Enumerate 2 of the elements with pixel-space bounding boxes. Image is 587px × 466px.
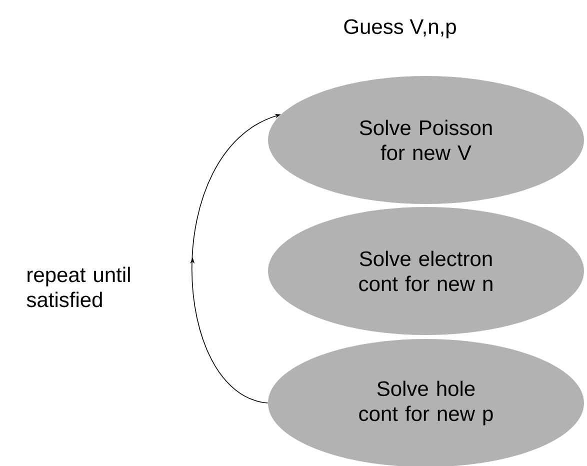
title: Guess V,n,p	[344, 19, 456, 38]
note: repeat until satisfied	[26, 266, 130, 308]
